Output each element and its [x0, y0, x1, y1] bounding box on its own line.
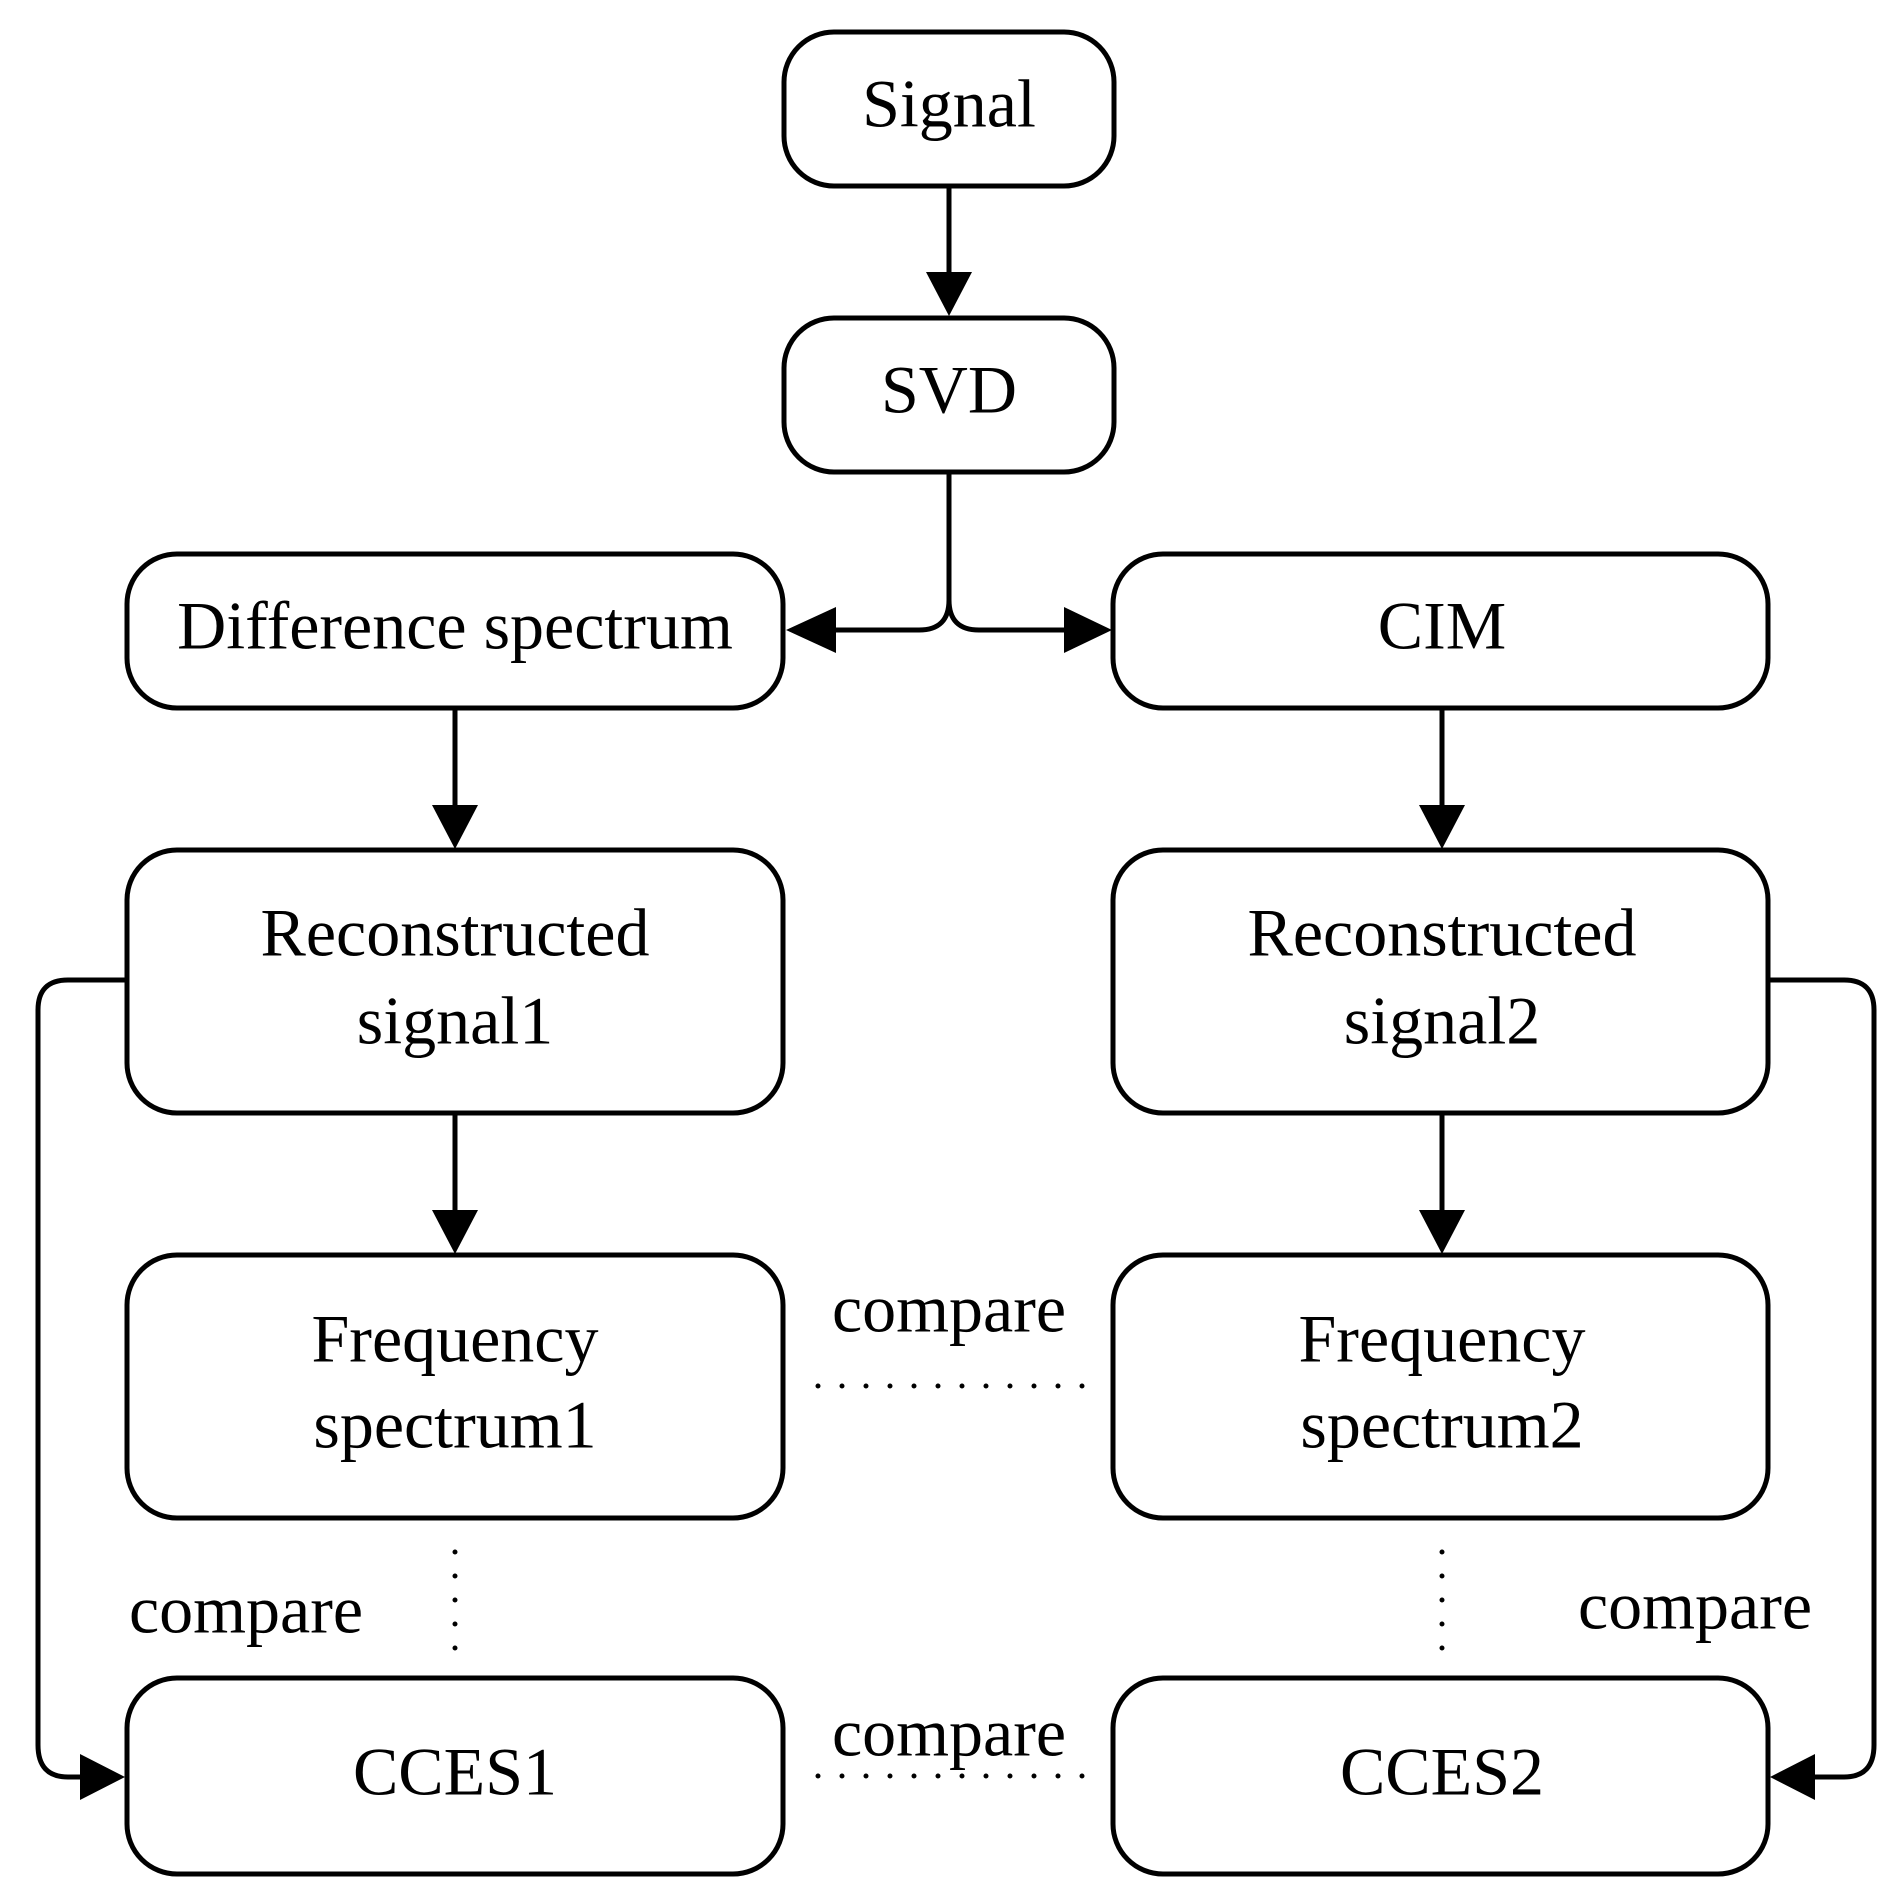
- arrowhead-frequency2: [1419, 1210, 1465, 1254]
- edge-reconstructed2-to-cces2: [1768, 977, 1877, 1780]
- node-label-line-1: Frequency: [311, 1301, 598, 1377]
- compare-label-cces: compare: [832, 1695, 1066, 1771]
- compare-label-right: compare: [1578, 1568, 1812, 1644]
- node-label-line-2: spectrum1: [313, 1387, 596, 1463]
- arrowhead-difference-spectrum: [786, 607, 836, 653]
- edge-svd-split: [836, 472, 952, 633]
- node-label: CIM: [1378, 588, 1506, 664]
- arrowhead-svd: [926, 272, 972, 316]
- node-label-line-2: signal2: [1344, 983, 1540, 1059]
- node-cim: CIM: [1110, 551, 1771, 711]
- arrowhead-reconstructed2: [1419, 805, 1465, 849]
- arrowhead-reconstructed1: [432, 805, 478, 849]
- arrowhead-cim: [1064, 607, 1112, 653]
- node-frequency-spectrum1: Frequency spectrum1: [124, 1252, 786, 1521]
- arrowhead-cces1: [80, 1754, 125, 1800]
- node-label: Signal: [862, 66, 1036, 142]
- node-svd: SVD: [781, 315, 1117, 475]
- node-label-line-1: Reconstructed: [1248, 895, 1637, 971]
- node-cces1: CCES1: [124, 1675, 786, 1877]
- node-difference-spectrum: Difference spectrum: [124, 551, 786, 711]
- compare-label-left: compare: [129, 1572, 363, 1648]
- node-label: CCES1: [353, 1734, 557, 1810]
- compare-label-frequency: compare: [832, 1271, 1066, 1347]
- node-label-line-2: spectrum2: [1300, 1387, 1583, 1463]
- node-label-line-1: Reconstructed: [261, 895, 650, 971]
- node-label-line-2: signal1: [357, 983, 553, 1059]
- node-reconstructed-signal1: Reconstructed signal1: [124, 847, 786, 1116]
- edge-reconstructed1-to-cces1: [35, 977, 127, 1780]
- node-label: SVD: [881, 352, 1017, 428]
- node-cces2: CCES2: [1110, 1675, 1771, 1877]
- arrowhead-frequency1: [432, 1210, 478, 1254]
- node-reconstructed-signal2: Reconstructed signal2: [1110, 847, 1771, 1116]
- edge-svd-to-cim: [946, 599, 1064, 633]
- node-frequency-spectrum2: Frequency spectrum2: [1110, 1252, 1771, 1521]
- arrowhead-cces2: [1770, 1754, 1815, 1800]
- node-label: Difference spectrum: [177, 588, 733, 664]
- node-label-line-1: Frequency: [1298, 1301, 1585, 1377]
- node-signal: Signal: [781, 29, 1117, 189]
- node-label: CCES2: [1340, 1734, 1544, 1810]
